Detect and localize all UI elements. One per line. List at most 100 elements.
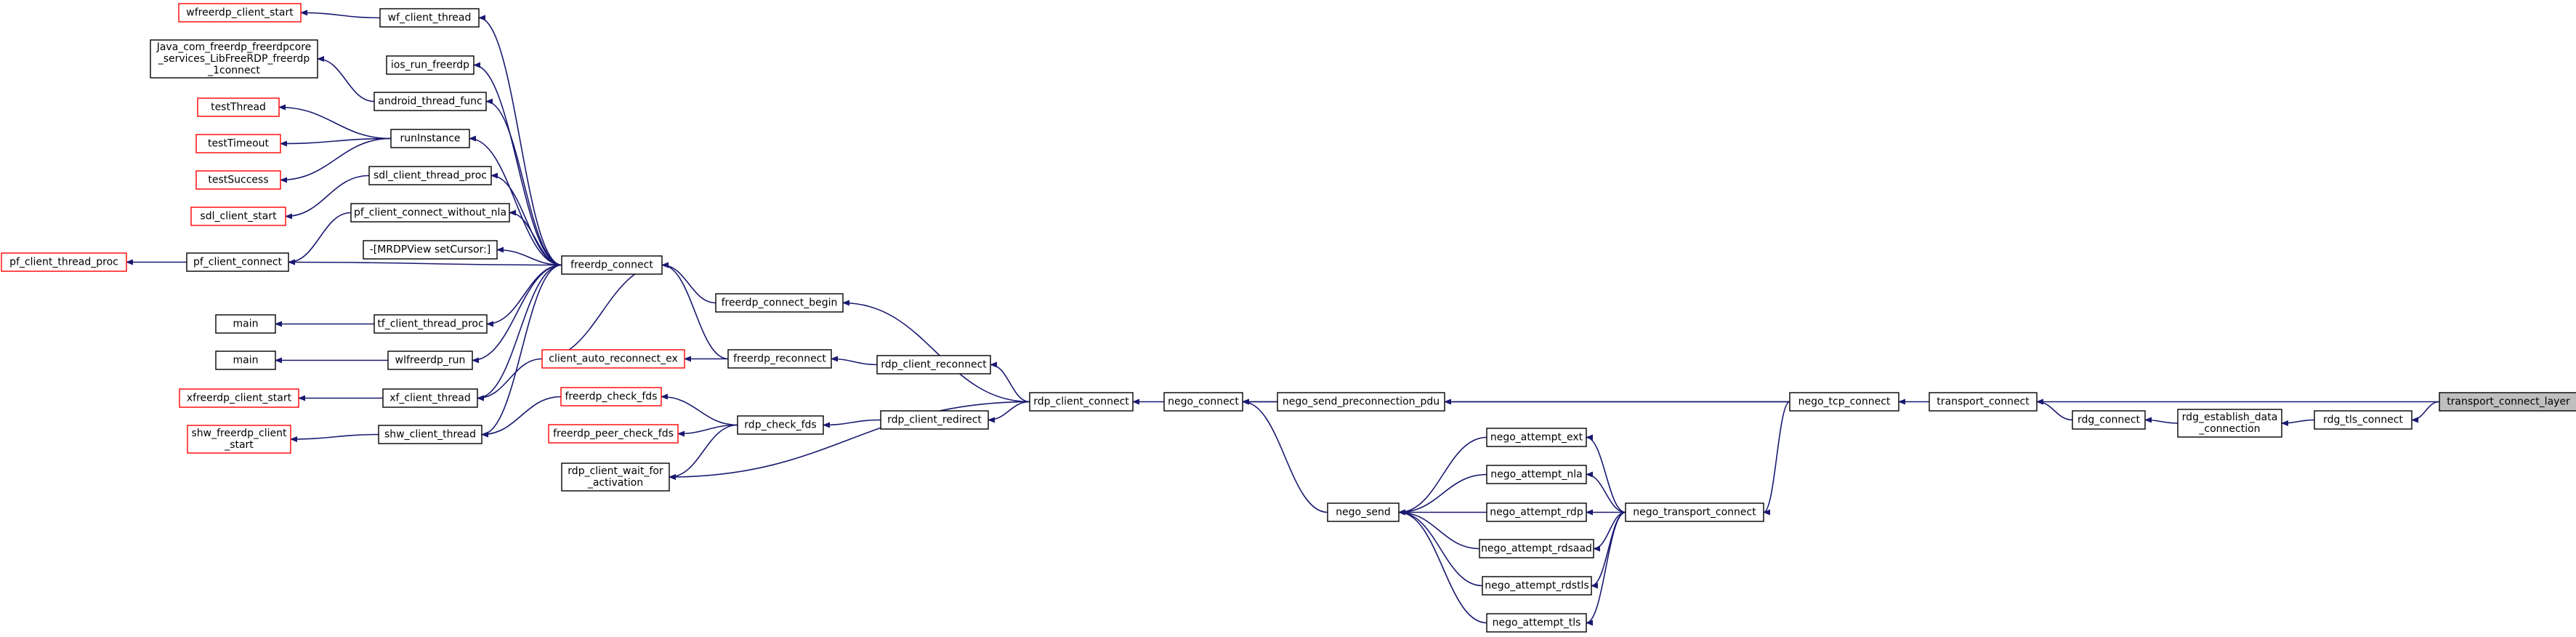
- node-label: testThread: [211, 102, 266, 113]
- node-freerdp_check_fds[interactable]: freerdp_check_fds: [560, 387, 662, 406]
- node-label: nego_attempt_rdsaad: [1481, 543, 1592, 555]
- node-main_1[interactable]: main: [215, 314, 276, 334]
- node-pf_client_connect[interactable]: pf_client_connect: [186, 252, 289, 272]
- edge-runInstance-to-testSuccess: [280, 137, 392, 183]
- node-label: Java_com_freerdp_freerdpcore: [156, 41, 312, 53]
- node-label: -[MRDPView setCursor:]: [370, 244, 491, 256]
- node-freerdp_connect_begin[interactable]: freerdp_connect_begin: [715, 293, 844, 313]
- node-box: [1486, 613, 1587, 633]
- node-sdl_client_thread_proc[interactable]: sdl_client_thread_proc: [368, 166, 492, 185]
- edge-freerdp_connect-to-shw_client_thread: [481, 264, 562, 438]
- node-label: main: [233, 355, 259, 366]
- edge-freerdp_connect-to-mrdpview_setcursor: [496, 247, 562, 266]
- node-runInstance[interactable]: runInstance: [390, 129, 470, 148]
- node-nego_transport_connect[interactable]: nego_transport_connect: [1625, 502, 1764, 522]
- node-rdp_client_connect[interactable]: rdp_client_connect: [1029, 392, 1134, 412]
- node-label: rdp_client_reconnect: [881, 359, 987, 371]
- node-label: wfreerdp_client_start: [186, 7, 294, 19]
- node-box: [1625, 502, 1764, 522]
- edge-rdg_establish_data_connection-to-rdg_connect: [2144, 417, 2179, 424]
- edge-shw_client_thread-to-shw_freerdp_client_start: [290, 433, 379, 442]
- node-nego_tcp_connect[interactable]: nego_tcp_connect: [1789, 392, 1899, 412]
- node-box: [1, 252, 127, 272]
- edge-rdp_client_connect-to-rdp_client_redirect: [988, 401, 1030, 423]
- node-ios_run_freerdp[interactable]: ios_run_freerdp: [386, 55, 475, 75]
- node-label: freerdp_connect_begin: [722, 297, 838, 309]
- node-rdg_establish_data_connection[interactable]: rdg_establish_data_connection: [2177, 409, 2282, 438]
- node-java_com_freerdp[interactable]: Java_com_freerdp_freerdpcore_services_Li…: [150, 39, 318, 79]
- node-box: [215, 350, 276, 370]
- node-rdp_client_wait_for_activation[interactable]: rdp_client_wait_for_activation: [561, 462, 670, 492]
- node-testSuccess[interactable]: testSuccess: [195, 170, 281, 190]
- node-nego_attempt_tls[interactable]: nego_attempt_tls: [1486, 613, 1587, 633]
- node-wlfreerdp_run[interactable]: wlfreerdp_run: [387, 350, 473, 370]
- edge-nego_transport_connect-to-nego_attempt_rdsaad: [1593, 511, 1626, 552]
- edge-rdp_client_connect-to-rdp_client_reconnect: [990, 361, 1030, 403]
- node-shw_client_thread[interactable]: shw_client_thread: [378, 425, 483, 444]
- node-label: runInstance: [400, 133, 460, 145]
- node-wfreerdp_client_start[interactable]: wfreerdp_client_start: [178, 3, 302, 23]
- node-testTimeout[interactable]: testTimeout: [195, 134, 281, 153]
- node-freerdp_peer_check_fds[interactable]: freerdp_peer_check_fds: [548, 424, 679, 444]
- edge-runInstance-to-testThread: [278, 104, 392, 140]
- node-freerdp_connect[interactable]: freerdp_connect: [561, 255, 663, 275]
- node-nego_send_preconnection_pdu[interactable]: nego_send_preconnection_pdu: [1277, 392, 1445, 412]
- node-freerdp_reconnect[interactable]: freerdp_reconnect: [727, 349, 832, 369]
- node-box: [561, 255, 663, 275]
- node-nego_send[interactable]: nego_send: [1327, 502, 1400, 522]
- node-label: shw_client_thread: [384, 429, 476, 441]
- node-label: android_thread_func: [378, 96, 482, 108]
- node-label: tf_client_thread_proc: [377, 318, 483, 330]
- node-nego_attempt_nla[interactable]: nego_attempt_nla: [1486, 465, 1587, 484]
- node-nego_attempt_rdp[interactable]: nego_attempt_rdp: [1486, 502, 1587, 522]
- node-box: [382, 388, 478, 408]
- node-box: [178, 3, 302, 23]
- node-rdg_tls_connect[interactable]: rdg_tls_connect: [2314, 410, 2413, 430]
- node-rdg_connect[interactable]: rdg_connect: [2072, 410, 2146, 430]
- node-nego_attempt_rdstls[interactable]: nego_attempt_rdstls: [1482, 576, 1592, 596]
- node-android_thread_func[interactable]: android_thread_func: [374, 92, 487, 111]
- node-label: sdl_client_thread_proc: [374, 170, 487, 182]
- node-box: [1486, 465, 1587, 484]
- node-box: [350, 203, 510, 223]
- node-client_auto_reconnect_ex[interactable]: client_auto_reconnect_ex: [541, 349, 685, 369]
- node-label: _start: [224, 439, 254, 451]
- node-label: rdg_connect: [2078, 414, 2141, 426]
- node-wf_client_thread[interactable]: wf_client_thread: [379, 8, 480, 28]
- node-label: sdl_client_start: [200, 211, 277, 223]
- node-transport_connect[interactable]: transport_connect: [1929, 392, 2038, 412]
- node-box: [379, 8, 480, 28]
- node-rdp_check_fds[interactable]: rdp_check_fds: [737, 415, 824, 435]
- node-testThread[interactable]: testThread: [197, 97, 280, 117]
- node-box: [541, 349, 685, 369]
- node-box: [363, 240, 498, 260]
- node-nego_connect[interactable]: nego_connect: [1163, 392, 1243, 412]
- node-nego_attempt_ext[interactable]: nego_attempt_ext: [1486, 428, 1587, 447]
- node-transport_connect_layer[interactable]: transport_connect_layer: [2439, 392, 2576, 412]
- node-main_2[interactable]: main: [215, 350, 276, 370]
- node-nego_attempt_rdsaad[interactable]: nego_attempt_rdsaad: [1479, 539, 1594, 558]
- node-mrdpview_setcursor[interactable]: -[MRDPView setCursor:]: [363, 240, 498, 260]
- node-rdp_client_redirect[interactable]: rdp_client_redirect: [880, 410, 989, 430]
- node-label: ios_run_freerdp: [391, 60, 469, 71]
- node-box: [880, 410, 989, 430]
- node-rdp_client_reconnect[interactable]: rdp_client_reconnect: [876, 355, 991, 374]
- node-sdl_client_start[interactable]: sdl_client_start: [190, 207, 286, 226]
- node-xfreerdp_client_start[interactable]: xfreerdp_client_start: [179, 388, 299, 408]
- node-box: [386, 55, 475, 75]
- node-xf_client_thread[interactable]: xf_client_thread: [382, 388, 478, 408]
- edge-nego_transport_connect-to-nego_attempt_rdstls: [1591, 511, 1626, 589]
- node-box: [560, 387, 662, 406]
- edge-pf_client_connect_without_nla-to-pf_client_connect: [288, 212, 352, 265]
- node-label: testTimeout: [208, 138, 270, 150]
- node-box: [2439, 392, 2576, 412]
- node-shw_freerdp_client_start[interactable]: shw_freerdp_client_start: [187, 425, 291, 454]
- node-pf_client_thread_proc[interactable]: pf_client_thread_proc: [1, 252, 127, 272]
- node-label: nego_attempt_tls: [1493, 617, 1581, 629]
- node-box: [1789, 392, 1899, 412]
- node-box: [1486, 502, 1587, 522]
- edge-freerdp_connect-to-wf_client_thread: [478, 15, 562, 266]
- edge-nego_send-to-nego_connect: [1242, 398, 1328, 513]
- node-pf_client_connect_without_nla[interactable]: pf_client_connect_without_nla: [350, 203, 510, 223]
- node-tf_client_thread_proc[interactable]: tf_client_thread_proc: [374, 314, 488, 334]
